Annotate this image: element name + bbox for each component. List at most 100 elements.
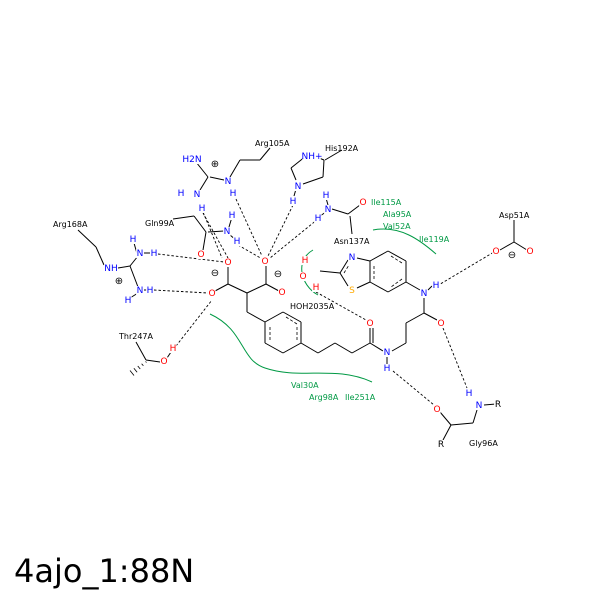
bond — [246, 311, 266, 323]
positive-charge-icon: ⊕ — [211, 159, 219, 170]
atom-label-background — [420, 289, 428, 298]
bond — [387, 281, 407, 293]
bond — [193, 215, 207, 233]
atom-label-background — [301, 256, 309, 265]
atom-label-background — [182, 155, 201, 164]
atom-label-background — [146, 286, 154, 295]
atom-label-background — [492, 247, 500, 256]
atom-label-o: O — [359, 198, 366, 208]
atom-label-background — [129, 235, 137, 244]
hashed-bond — [141, 363, 144, 367]
bond — [265, 283, 280, 292]
bond — [339, 259, 349, 274]
positive-charge-icon: ⊕ — [115, 276, 123, 287]
atom-label-background — [208, 289, 216, 298]
residue-labels: Arg105A His192A Asn137A Gln99A Arg168A T… — [53, 139, 530, 448]
atom-label-background — [299, 272, 307, 281]
residue-water: HOH2035A — [290, 302, 335, 311]
hydrogen-bond — [235, 198, 263, 257]
atom-label-h: H — [290, 197, 297, 207]
bond — [450, 422, 474, 426]
bond — [195, 161, 209, 178]
atom-label-background — [348, 286, 356, 295]
bond — [324, 149, 343, 161]
atom-label-h: H — [230, 189, 237, 199]
hydrophobic-val30: Val30A — [291, 381, 319, 390]
atom-label-o: O — [261, 257, 268, 267]
hydrophobic-val52: Val52A — [383, 222, 411, 231]
bond — [282, 311, 302, 323]
atom-label-s: S — [349, 286, 355, 296]
atom-label-background — [348, 253, 356, 262]
atom-label-background — [289, 197, 297, 206]
aromatic-bond — [285, 316, 298, 325]
atom-label-o: O — [433, 405, 440, 415]
atom-label-n: N — [421, 289, 428, 299]
atom-label-o: O — [526, 247, 533, 257]
residue-his192: His192A — [325, 144, 359, 153]
atom-label-background — [136, 249, 144, 258]
bond — [439, 411, 452, 426]
hydrogen-bond — [436, 251, 495, 287]
atom-label-background — [224, 177, 232, 186]
bond — [199, 176, 209, 191]
atom-label-h: H — [323, 191, 330, 201]
atom-label-o: O — [208, 289, 215, 299]
atom-label-h: H — [147, 286, 154, 296]
atom-label-background — [160, 357, 168, 366]
bond — [319, 270, 341, 274]
hydrogen-bond — [157, 253, 225, 263]
atom-label-n: N — [349, 253, 356, 263]
hydrophobic-contact-curve — [209, 313, 373, 383]
atom-label-background — [383, 364, 391, 373]
bond — [209, 176, 225, 181]
residue-asn137: Asn137A — [334, 237, 370, 246]
bond — [229, 159, 241, 178]
bond — [135, 341, 147, 361]
bond — [391, 342, 407, 352]
bond — [356, 257, 371, 262]
atom-label-o: O — [197, 250, 204, 260]
bond — [331, 208, 349, 215]
hydrophobic-contact-curve — [372, 228, 437, 255]
aromatic-bond — [390, 255, 403, 264]
atom-label-background — [475, 401, 483, 410]
hydrophobic-ala95: Ala95A — [383, 210, 412, 219]
hydrogen-bond — [153, 289, 209, 294]
residue-arg168: Arg168A — [53, 220, 88, 229]
atom-label-o: O — [437, 319, 444, 329]
bond — [349, 215, 353, 235]
residue-gln99: Gln99A — [145, 219, 175, 228]
hydrogen-bonds — [153, 198, 495, 406]
atom-label-h: H — [199, 204, 206, 214]
hashed-bond — [129, 370, 135, 376]
atom-label-c: R — [495, 400, 501, 410]
hydrophobic-ile251: Ile251A — [345, 393, 376, 402]
atom-label-background — [169, 344, 177, 353]
negative-charge-icon: ⊖ — [508, 250, 516, 261]
atom-label-background — [324, 205, 332, 214]
hydrophobic-ile115: Ile115A — [371, 198, 402, 207]
atom-label-hw: H — [313, 283, 320, 293]
atom-label-background — [366, 319, 374, 328]
bond — [282, 342, 302, 354]
bond — [387, 250, 407, 262]
residue-arg105: Arg105A — [255, 139, 290, 148]
atom-label-background — [494, 400, 502, 409]
atom-label-n: N — [194, 190, 201, 200]
bond — [513, 241, 528, 251]
atom-label-o: O — [224, 258, 231, 268]
residue-gly96: Gly96A — [469, 439, 498, 448]
hydrophobic-labels: Ile115A Ala95A Val52A Ile119A Val30A Arg… — [291, 198, 450, 402]
atom-label-background — [294, 182, 302, 191]
bond — [264, 311, 284, 323]
bond — [472, 409, 478, 424]
atom-label-n: N — [137, 249, 144, 259]
bond — [202, 231, 207, 251]
atom-label-n: N — [225, 177, 232, 187]
bond — [172, 215, 195, 220]
bond — [129, 265, 139, 288]
bond — [117, 265, 131, 269]
atom-label-h: H — [151, 249, 158, 259]
